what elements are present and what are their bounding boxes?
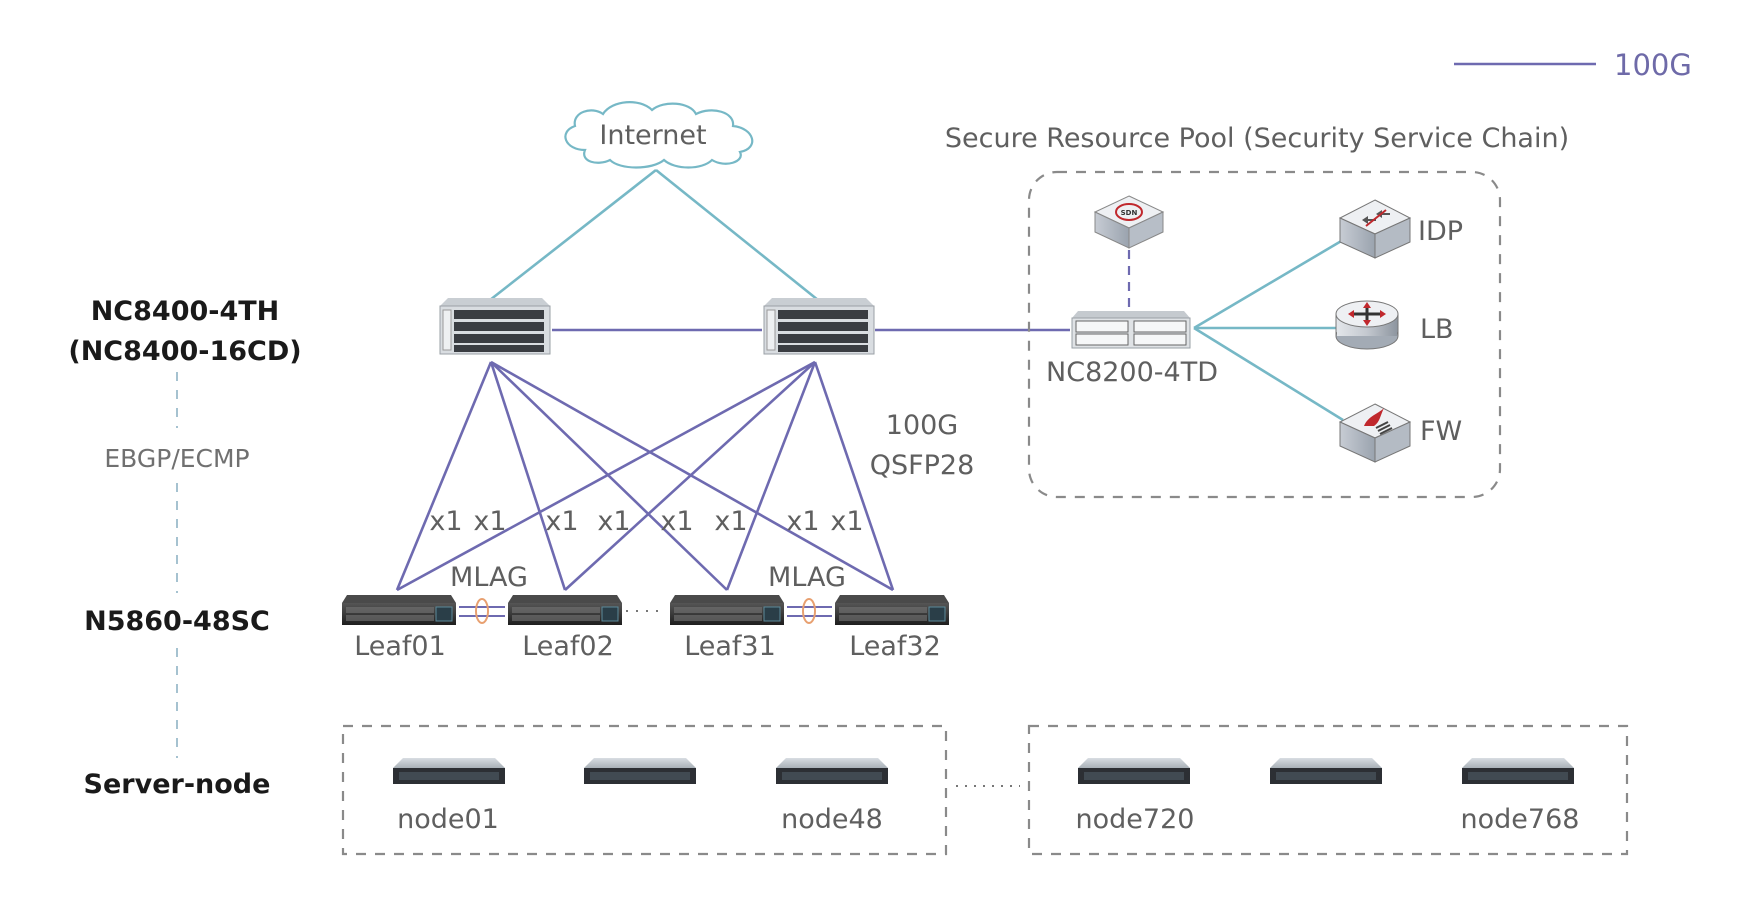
tier-labels: NC8400-4TH (NC8400-16CD) EBGP/ECMP N5860… bbox=[68, 296, 301, 800]
uplink-count: x1 bbox=[786, 506, 819, 537]
server-node[interactable] bbox=[1078, 758, 1190, 784]
sdn-icon bbox=[1115, 203, 1143, 221]
internet-link bbox=[655, 168, 819, 302]
firewall-icon bbox=[1364, 408, 1384, 426]
sdn-controller[interactable]: SDN bbox=[1093, 195, 1165, 249]
mlag-peer-link bbox=[787, 598, 832, 624]
leaf-label: Leaf02 bbox=[522, 631, 614, 662]
service-link bbox=[1193, 238, 1344, 330]
lb-appliance[interactable] bbox=[1335, 300, 1399, 350]
server-group-2: node720 node768 bbox=[1027, 724, 1629, 856]
internet-link bbox=[489, 168, 657, 302]
idp-appliance[interactable] bbox=[1338, 199, 1412, 259]
uplink bbox=[490, 361, 728, 591]
uplink-count-labels: x1 x1 x1 x1 x1 x1 x1 x1 bbox=[429, 506, 863, 537]
service-label-fw: FW bbox=[1420, 416, 1462, 447]
server-node-label: node48 bbox=[781, 804, 883, 835]
server-node[interactable] bbox=[1462, 758, 1574, 784]
link-type-label: QSFP28 bbox=[870, 450, 975, 481]
tier-routing-protocol: EBGP/ECMP bbox=[104, 444, 249, 473]
tier-spine-alt-model: (NC8400-16CD) bbox=[68, 336, 301, 367]
fw-appliance[interactable] bbox=[1338, 403, 1412, 463]
server-group-1: node01 node48 bbox=[341, 724, 948, 856]
pool-boundary bbox=[1027, 170, 1502, 499]
leaf-switch[interactable] bbox=[508, 595, 622, 625]
service-label-idp: IDP bbox=[1418, 216, 1463, 247]
uplink-count: x1 bbox=[473, 506, 506, 537]
secure-resource-pool: Secure Resource Pool (Security Service C… bbox=[945, 123, 1569, 499]
uplink-count: x1 bbox=[714, 506, 747, 537]
link-speed-label: 100G bbox=[886, 410, 958, 441]
tier-leaf-model: N5860-48SC bbox=[84, 606, 270, 637]
server-node[interactable] bbox=[776, 758, 888, 784]
uplink bbox=[395, 361, 493, 591]
server-node[interactable] bbox=[584, 758, 696, 784]
leaf-switches bbox=[342, 595, 949, 625]
uplink-count: x1 bbox=[660, 506, 693, 537]
server-node[interactable] bbox=[393, 758, 505, 784]
uplink bbox=[490, 360, 894, 592]
mlag-ring-icon bbox=[802, 598, 816, 624]
uplink bbox=[396, 360, 816, 592]
uplink bbox=[489, 361, 567, 591]
uplink-count: x1 bbox=[597, 506, 630, 537]
internet-cloud: Internet bbox=[564, 101, 754, 169]
service-label-lb: LB bbox=[1420, 314, 1454, 345]
pool-title: Secure Resource Pool (Security Service C… bbox=[945, 123, 1569, 154]
leaf-switch[interactable] bbox=[670, 595, 784, 625]
uplink-mesh bbox=[395, 360, 895, 592]
leaf-label: Leaf32 bbox=[849, 631, 941, 662]
tier-server: Server-node bbox=[84, 769, 271, 800]
server-group-boundary bbox=[1027, 724, 1629, 856]
uplink bbox=[564, 361, 816, 591]
uplink bbox=[725, 361, 817, 591]
gateway-switch[interactable] bbox=[1071, 311, 1191, 349]
internet-label: Internet bbox=[599, 120, 706, 151]
mlag-peer-link bbox=[459, 598, 505, 624]
service-link bbox=[1193, 326, 1344, 422]
server-node-label: node720 bbox=[1076, 804, 1195, 835]
cloud-icon bbox=[564, 101, 754, 169]
server-node-label: node01 bbox=[397, 804, 499, 835]
legend: 100G bbox=[1454, 48, 1692, 82]
uplink-count: x1 bbox=[545, 506, 578, 537]
sdn-badge: SDN bbox=[1121, 209, 1138, 217]
spine-switch-1[interactable] bbox=[439, 298, 551, 355]
leaf-switch[interactable] bbox=[835, 595, 949, 625]
uplink-count: x1 bbox=[429, 506, 462, 537]
gateway-label: NC8200-4TD bbox=[1046, 357, 1218, 388]
server-node-label: node768 bbox=[1461, 804, 1580, 835]
server-node[interactable] bbox=[1270, 758, 1382, 784]
uplink-count: x1 bbox=[830, 506, 863, 537]
uplink bbox=[813, 361, 895, 591]
tier-spine-model: NC8400-4TH bbox=[91, 296, 280, 327]
mlag-ring-icon bbox=[475, 598, 489, 624]
mlag-label: MLAG bbox=[768, 562, 846, 593]
leaf-switch[interactable] bbox=[342, 595, 456, 625]
leaf-label: Leaf31 bbox=[684, 631, 776, 662]
mlag-label: MLAG bbox=[450, 562, 528, 593]
legend-label: 100G bbox=[1614, 48, 1692, 82]
server-group-boundary bbox=[341, 724, 948, 856]
leaf-label: Leaf01 bbox=[354, 631, 446, 662]
spine-switch-2[interactable] bbox=[763, 298, 875, 355]
